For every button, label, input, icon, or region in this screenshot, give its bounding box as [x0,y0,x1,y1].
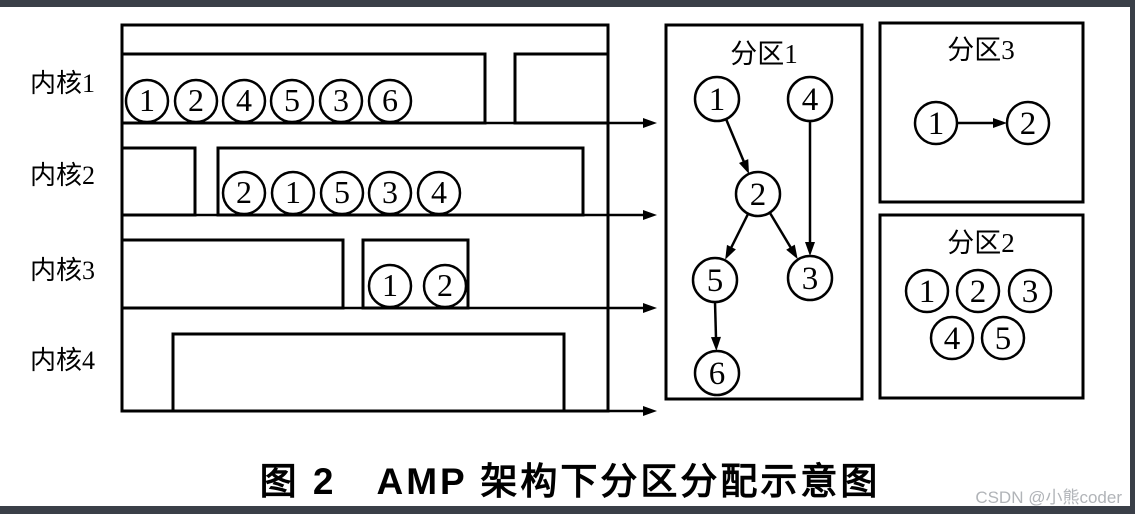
right-border-bar [1130,0,1135,514]
dag-node-label: 3 [1022,274,1039,310]
task-label: 1 [382,267,398,303]
top-border-bar [0,0,1135,7]
core2-segment-a [120,146,197,217]
dag-node-label: 1 [709,82,726,118]
task-circle [367,263,413,309]
dag-node-label: 5 [707,263,724,299]
dag-edge-5-6 [710,301,721,351]
bottom-border-bar [0,506,1135,514]
task-label: 4 [236,82,252,118]
dag-node-label: 2 [1020,106,1037,142]
task-label: 3 [333,82,349,118]
dag-node-label: 2 [750,177,767,213]
dag-node-label: 2 [970,274,987,310]
core4-segment-a [171,332,566,413]
task-label: 5 [334,174,350,210]
dag-node [786,254,834,302]
core1-segment-b [513,52,610,125]
dag-node [691,256,739,304]
task-label: 2 [188,82,204,118]
dag-node-label: 6 [709,356,726,392]
dag-node [904,268,950,314]
partition2-box [878,213,1085,400]
partition3-title: 分区3 [947,35,1015,65]
task-circle [221,78,267,124]
task-circle [416,170,462,216]
core3-segment-a [120,238,345,310]
task-circle [367,170,413,216]
dag-node-label: 4 [802,82,819,118]
dag-edge-1-2 [724,118,750,174]
partition1-box [664,23,864,401]
watermark-text: CSDN @小熊coder [975,488,1122,507]
task-label: 3 [382,174,398,210]
task-circle [367,78,413,124]
task-circle [422,263,468,309]
task-label: 4 [431,174,447,210]
dag-node-label: 3 [802,261,819,297]
dag-node-label: 1 [919,274,936,310]
task-circle [124,78,170,124]
core-label-3: 内核3 [30,256,95,285]
task-label: 1 [285,174,301,210]
core-label-2: 内核2 [30,161,95,190]
task-label: 6 [382,82,398,118]
dag-node [955,268,1001,314]
task-label: 5 [284,82,300,118]
core-label-4: 内核4 [30,346,95,375]
core-label-1: 内核1 [30,69,95,98]
task-circle [318,78,364,124]
task-label: 1 [139,82,155,118]
dag-node [1005,100,1051,146]
dag-edge-2-5 [725,213,750,260]
task-circle [319,170,365,216]
task-circle [221,170,267,216]
dag-node [693,349,741,397]
task-label: 2 [236,174,252,210]
dag-node [913,100,959,146]
dag-edge-2-3 [768,212,798,260]
dag-node [980,315,1026,361]
partition3-box [878,21,1085,204]
dag-node [693,75,741,123]
dag-node-label: 1 [928,106,945,142]
dag-node [734,170,782,218]
task-circle [270,170,316,216]
dag-node [786,75,834,123]
task-circle [269,78,315,124]
dag-node [929,315,975,361]
figure-caption: 图 2 AMP 架构下分区分配示意图 [259,461,881,502]
dag-node-label: 5 [995,321,1012,357]
partition2-title: 分区2 [947,228,1015,258]
task-circle [173,78,219,124]
dag-node-label: 4 [944,321,961,357]
partition1-title: 分区1 [730,39,798,69]
dag-node [1007,268,1053,314]
task-label: 2 [437,267,453,303]
